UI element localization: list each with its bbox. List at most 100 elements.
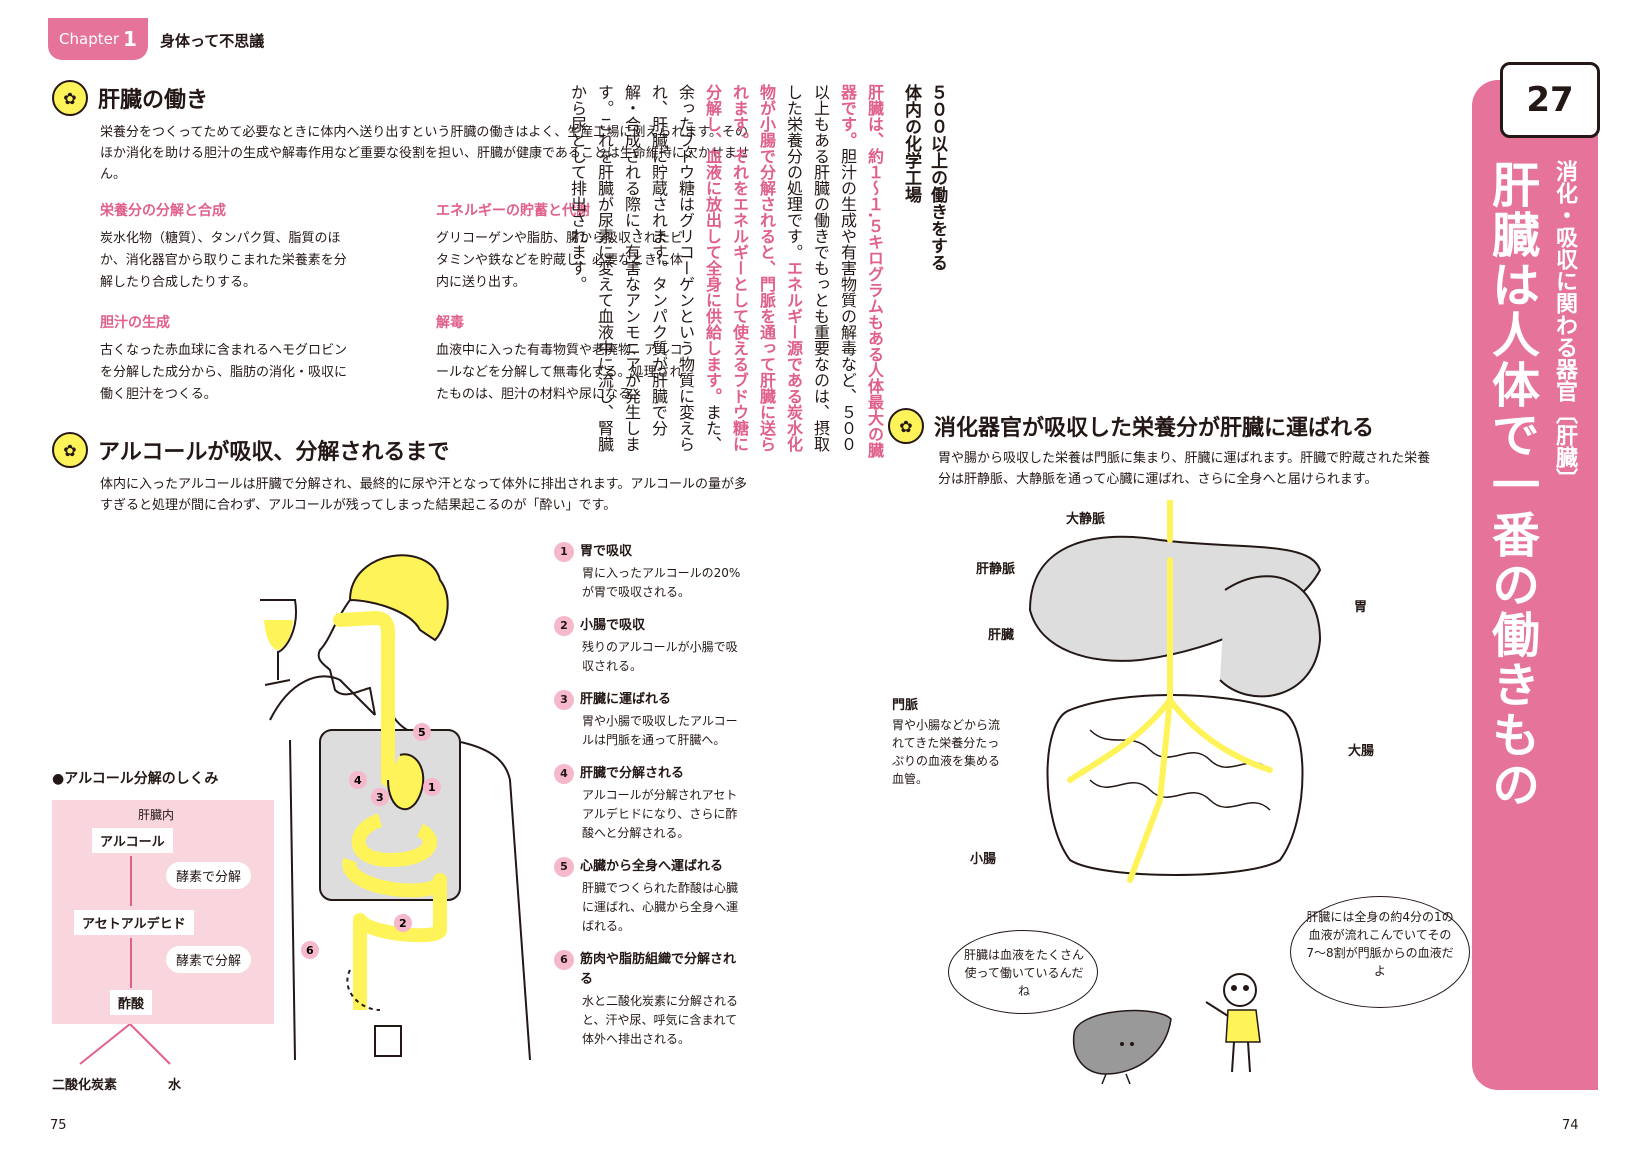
- chapter-title: 身体って不思議: [160, 32, 265, 50]
- article-highlight-2: エネルギー源である炭水化物が小腸で分解されると、門脈を通って肝臓に送られます。そ…: [703, 84, 803, 452]
- liver-cell-icon: ✿: [888, 408, 924, 444]
- function-item-title: 胆汁の生成: [100, 315, 170, 331]
- liver-function-header: ✿ 肝臓の働き: [52, 80, 208, 116]
- chapter-number: 1: [123, 27, 137, 51]
- step-text: 肝臓でつくられた酢酸は心臓に運ばれ、心臓から全身へ運ばれる。: [582, 881, 739, 933]
- article-heading-line1: ５００以上の働きをする: [927, 84, 947, 271]
- article-heading: ５００以上の働きをする体内の化学工場: [898, 84, 950, 464]
- page-number-right: 74: [1562, 1118, 1579, 1133]
- function-item-4: 解毒 血液中に入った有毒物質や老廃物、アルコールなどを分解して無毒化する。処理さ…: [436, 312, 686, 406]
- nutrient-intro: 胃や腸から吸収した栄養は門脈に集まり、肝臓に運ばれます。肝臓で貯蔵された栄養分は…: [938, 451, 1431, 487]
- function-item-1: 栄養分の分解と合成 炭水化物（糖質）、タンパク質、脂質のほか、消化器官から取りこ…: [100, 200, 350, 294]
- step-3: 3 肝臓に運ばれる 胃や小腸で吸収したアルコールは門脈を通って肝臓へ。: [554, 690, 744, 750]
- liver-cell-icon: ✿: [52, 80, 88, 116]
- body-marker-1: 1: [428, 781, 436, 794]
- flow-arrow: [130, 856, 132, 906]
- step-number: 3: [554, 690, 574, 710]
- step-title: 肝臓に運ばれる: [580, 692, 672, 707]
- side-band-subtitle: 消化・吸収に関わる器官〔肝臓〕: [1552, 160, 1577, 490]
- step-number: 1: [554, 542, 574, 562]
- mechanism-box: 肝臓内 アルコール 酵素で分解 アセトアルデヒド 酵素で分解 酢酸: [52, 800, 274, 1024]
- body-digestion-illustration: 1 2 3 4 5 6: [260, 554, 531, 1060]
- speech-right-text: 肝臓には全身の約4分の1の血液が流れこんでいてその7〜8割が門脈からの血液だよ: [1306, 910, 1454, 978]
- label-vena-cava: 大静脈: [1066, 512, 1106, 527]
- vertical-article: ５００以上の働きをする体内の化学工場 肝臓は、約１〜１.５キログラムもある人体最…: [564, 84, 950, 464]
- function-item-text: 血液中に入った有毒物質や老廃物、アルコールなどを分解して無毒化する。処理されたも…: [436, 343, 683, 402]
- step-text: 残りのアルコールが小腸で吸収される。: [582, 640, 738, 673]
- flow-node-acetaldehyde: アセトアルデヒド: [74, 910, 194, 935]
- flow-node-acetic-acid: 酢酸: [110, 990, 153, 1015]
- step-text: 水と二酸化炭素に分解されると、汗や尿、呼気に含まれて体外へ排出される。: [582, 994, 739, 1046]
- step-1: 1 胃で吸収 胃に入ったアルコールの20%が胃で吸収される。: [554, 542, 744, 602]
- liver-cell-icon: ✿: [52, 432, 88, 468]
- label-large-intestine: 大腸: [1348, 744, 1375, 759]
- body-marker-2: 2: [399, 917, 407, 930]
- step-text: 胃に入ったアルコールの20%が胃で吸収される。: [582, 566, 741, 599]
- step-title: 筋肉や脂肪組織で分解される: [580, 952, 737, 987]
- function-item-text: 古くなった赤血球に含まれるヘモグロビンを分解した成分から、脂肪の消化・吸収に働く…: [100, 343, 348, 402]
- step-text: 胃や小腸で吸収したアルコールは門脈を通って肝臓へ。: [582, 714, 738, 747]
- function-item-text: グリコーゲンや脂肪、腸から吸収されたビタミンや鉄などを貯蔵し、必要なときに体内に…: [436, 231, 684, 290]
- flow-out-water: 水: [168, 1078, 182, 1093]
- label-liver: 肝臓: [988, 628, 1015, 643]
- side-band-title: 肝臓は人体で一番の働きもの: [1483, 160, 1539, 810]
- step-5: 5 心臓から全身へ運ばれる 肝臓でつくられた酢酸は心臓に運ばれ、心臓から全身へ運ば…: [554, 857, 744, 936]
- step-number: 5: [554, 857, 574, 877]
- step-title: 肝臓で分解される: [580, 766, 685, 781]
- mechanism-title: ●アルコール分解のしくみ: [52, 771, 219, 787]
- step-text: アルコールが分解されアセトアルデヒドになり、さらに酢酸へと分解される。: [582, 788, 738, 840]
- skeleton-character: [1205, 973, 1261, 1073]
- side-band: [1472, 80, 1598, 1090]
- speech-bubble-left: [948, 930, 1098, 1014]
- label-hepatic-vein: 肝静脈: [976, 562, 1016, 577]
- step-number: 6: [554, 950, 574, 970]
- section-number-box: 27: [1500, 62, 1600, 138]
- speech-bubble-right: [1290, 896, 1470, 1008]
- label-portal-vein: 門脈: [892, 698, 919, 713]
- flow-arrow: [130, 938, 132, 988]
- function-item-title: 栄養分の分解と合成: [100, 203, 226, 219]
- step-title: 胃で吸収: [580, 544, 633, 559]
- liver-intestine-illustration: [1028, 500, 1322, 883]
- body-marker-6: 6: [306, 944, 314, 957]
- function-item-text: 炭水化物（糖質）、タンパク質、脂質のほか、消化器官から取りこまれた栄養素を分解し…: [100, 231, 347, 290]
- flow-node-alcohol: アルコール: [92, 828, 173, 853]
- function-item-title: エネルギーの貯蓄と代謝: [436, 203, 590, 219]
- article-text-1: 胆汁の生成や有害物質の解毒など、５００以上もある肝臓の働きでもっとも重要なのは、…: [784, 84, 857, 452]
- nutrient-title: 消化器官が吸収した栄養分が肝臓に運ばれる: [934, 416, 1375, 441]
- label-small-intestine: 小腸: [970, 852, 997, 867]
- alcohol-header: ✿ アルコールが吸収、分解されるまで: [52, 432, 449, 468]
- flow-enzyme-2: 酵素で分解: [166, 946, 252, 973]
- alcohol-intro: 体内に入ったアルコールは肝臓で分解され、最終的に尿や汗となって体外に排出されます…: [100, 477, 748, 513]
- body-marker-5: 5: [418, 726, 426, 739]
- flow-split-arrows: [79, 1024, 171, 1065]
- alcohol-title: アルコールが吸収、分解されるまで: [98, 440, 450, 465]
- step-title: 心臓から全身へ運ばれる: [580, 859, 724, 874]
- step-number: 4: [554, 764, 574, 784]
- liver-function-title: 肝臓の働き: [98, 88, 209, 113]
- body-marker-4: 4: [354, 774, 362, 787]
- article-highlight-1: 肝臓は、約１〜１.５キログラムもある人体最大の臓器です。: [838, 84, 884, 459]
- chapter-label: Chapter: [59, 30, 120, 48]
- step-4: 4 肝臓で分解される アルコールが分解されアセトアルデヒドになり、さらに酢酸へと分…: [554, 764, 744, 843]
- liver-function-intro: 栄養分をつくってためて必要なときに体内へ送り出すという肝臓の働きはよく、生産工場…: [100, 125, 750, 182]
- portal-vein-description: 胃や小腸などから流れてきた栄養分たっぷりの血液を集める血管。: [892, 718, 1001, 786]
- mechanism-box-label: 肝臓内: [138, 808, 175, 822]
- label-stomach: 胃: [1354, 600, 1368, 615]
- step-number: 2: [554, 616, 574, 636]
- article-text-2: また、余ったブドウ糖はグリコーゲンという物質に変えられ、肝臓に貯蔵されます。タン…: [568, 84, 722, 452]
- chapter-tab: Chapter 1: [48, 18, 148, 60]
- flow-out-co2: 二酸化炭素: [52, 1078, 118, 1093]
- nutrient-header: ✿ 消化器官が吸収した栄養分が肝臓に運ばれる: [888, 408, 1374, 444]
- liver-character: [1072, 1009, 1172, 1084]
- function-item-title: 解毒: [436, 315, 464, 331]
- speech-left-text: 肝臓は血液をたくさん使って働いているんだね: [964, 948, 1085, 998]
- article-body: 肝臓は、約１〜１.５キログラムもある人体最大の臓器です。胆汁の生成や有害物質の解…: [564, 84, 888, 464]
- function-item-2: エネルギーの貯蓄と代謝 グリコーゲンや脂肪、腸から吸収されたビタミンや鉄などを貯…: [436, 200, 686, 294]
- body-marker-3: 3: [376, 791, 384, 804]
- page-number-left: 75: [50, 1118, 67, 1133]
- article-heading-line2: 体内の化学工場: [901, 84, 921, 203]
- flow-enzyme-1: 酵素で分解: [166, 862, 252, 889]
